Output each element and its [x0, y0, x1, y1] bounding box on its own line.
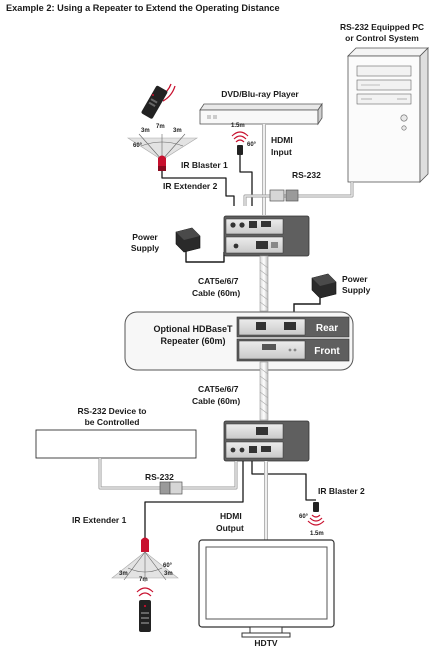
hdmi-output-label-line2: Output [216, 523, 244, 533]
ir-bottom-left-range-left: 3m [119, 571, 128, 577]
ir-blaster-1-angle: 60° [247, 142, 257, 148]
rs232-top-connectors [269, 189, 299, 202]
ir-extender-1-label: IR Extender 1 [72, 515, 127, 525]
rs232-device-box [35, 429, 197, 459]
ir-top-left-range-right: 3m [173, 128, 182, 134]
power-supply-left-line2: Supply [131, 243, 160, 253]
rs232-bottom-connectors [159, 481, 183, 495]
repeater-front-label: Front [314, 346, 340, 357]
ir-bottom-left-range-center: 7m [139, 577, 148, 583]
cable-top-label-line2: Cable (60m) [192, 288, 240, 298]
hdmi-input-label-line1: HDMI [271, 135, 293, 145]
power-supply-left-line1: Power [132, 232, 158, 242]
ir-blaster-2-angle: 60° [299, 514, 309, 520]
hdtv-icon [198, 539, 335, 638]
ir-extender-2-label: IR Extender 2 [163, 181, 218, 191]
hdmi-output-label-line1: HDMI [220, 511, 242, 521]
tx-unit [223, 215, 310, 257]
ir-receive-cone-top [126, 133, 199, 161]
power-supply-right-line2: Supply [342, 285, 371, 295]
repeater-label-line2: Repeater (60m) [160, 336, 225, 346]
power-supply-right-line1: Power [342, 274, 368, 284]
hdmi-input-label-line2: Input [271, 147, 292, 157]
repeater-label-line1: Optional HDBaseT [153, 324, 233, 334]
cat-cable-bottom [259, 361, 269, 421]
rs232-bottom-label: RS-232 [145, 472, 174, 482]
remote-control-icon [141, 83, 176, 119]
ir-blaster-1-label: IR Blaster 1 [181, 160, 228, 170]
ir-blaster-1-distance: 1.5m [231, 123, 245, 129]
rs232-pc-label-line2: or Control System [345, 33, 419, 43]
ir-blaster-1-icon [231, 131, 249, 155]
cable-bottom-label-line2: Cable (60m) [192, 396, 240, 406]
ir-bottom-left-range-right: 3m [164, 571, 173, 577]
rx-unit [223, 420, 310, 462]
ir-extender-1-icon [141, 537, 149, 552]
dvd-player-icon [199, 102, 323, 126]
hdtv-label: HDTV [254, 638, 277, 648]
rs232-device-label-line1: RS-232 Device to [78, 406, 147, 416]
ir-bottom-left-angle: 60° [163, 563, 173, 569]
rs232-pc-label-line1: RS-232 Equipped PC [340, 22, 424, 32]
rs232-device-label-line2: be Controlled [85, 417, 140, 427]
cat-cable-top [259, 255, 269, 312]
repeater-unit [236, 316, 350, 362]
remote-control-bottom-icon [136, 587, 154, 632]
ir-top-left-range-left: 3m [141, 128, 150, 134]
ir-receive-cone-bottom [111, 551, 179, 582]
dvd-player-label: DVD/Blu-ray Player [221, 89, 299, 99]
repeater-rear-label: Rear [316, 323, 338, 334]
diagram-title: Example 2: Using a Repeater to Extend th… [6, 3, 280, 13]
rs232-top-label: RS-232 [292, 170, 321, 180]
rx-cables [98, 458, 316, 540]
ir-top-left-range-center: 7m [156, 124, 165, 130]
ir-extender-2-icon [158, 155, 166, 171]
power-adapter-icon-left [175, 227, 201, 253]
cable-top-label-line1: CAT5e/6/7 [198, 276, 239, 286]
ir-blaster-2-label: IR Blaster 2 [318, 486, 365, 496]
ir-blaster-2-distance: 1.5m [310, 531, 324, 537]
ir-top-left-angle: 60° [133, 143, 143, 149]
ir-blaster-2-icon [307, 502, 325, 526]
cable-bottom-label-line1: CAT5e/6/7 [198, 384, 239, 394]
pc-tower-icon [347, 47, 429, 183]
